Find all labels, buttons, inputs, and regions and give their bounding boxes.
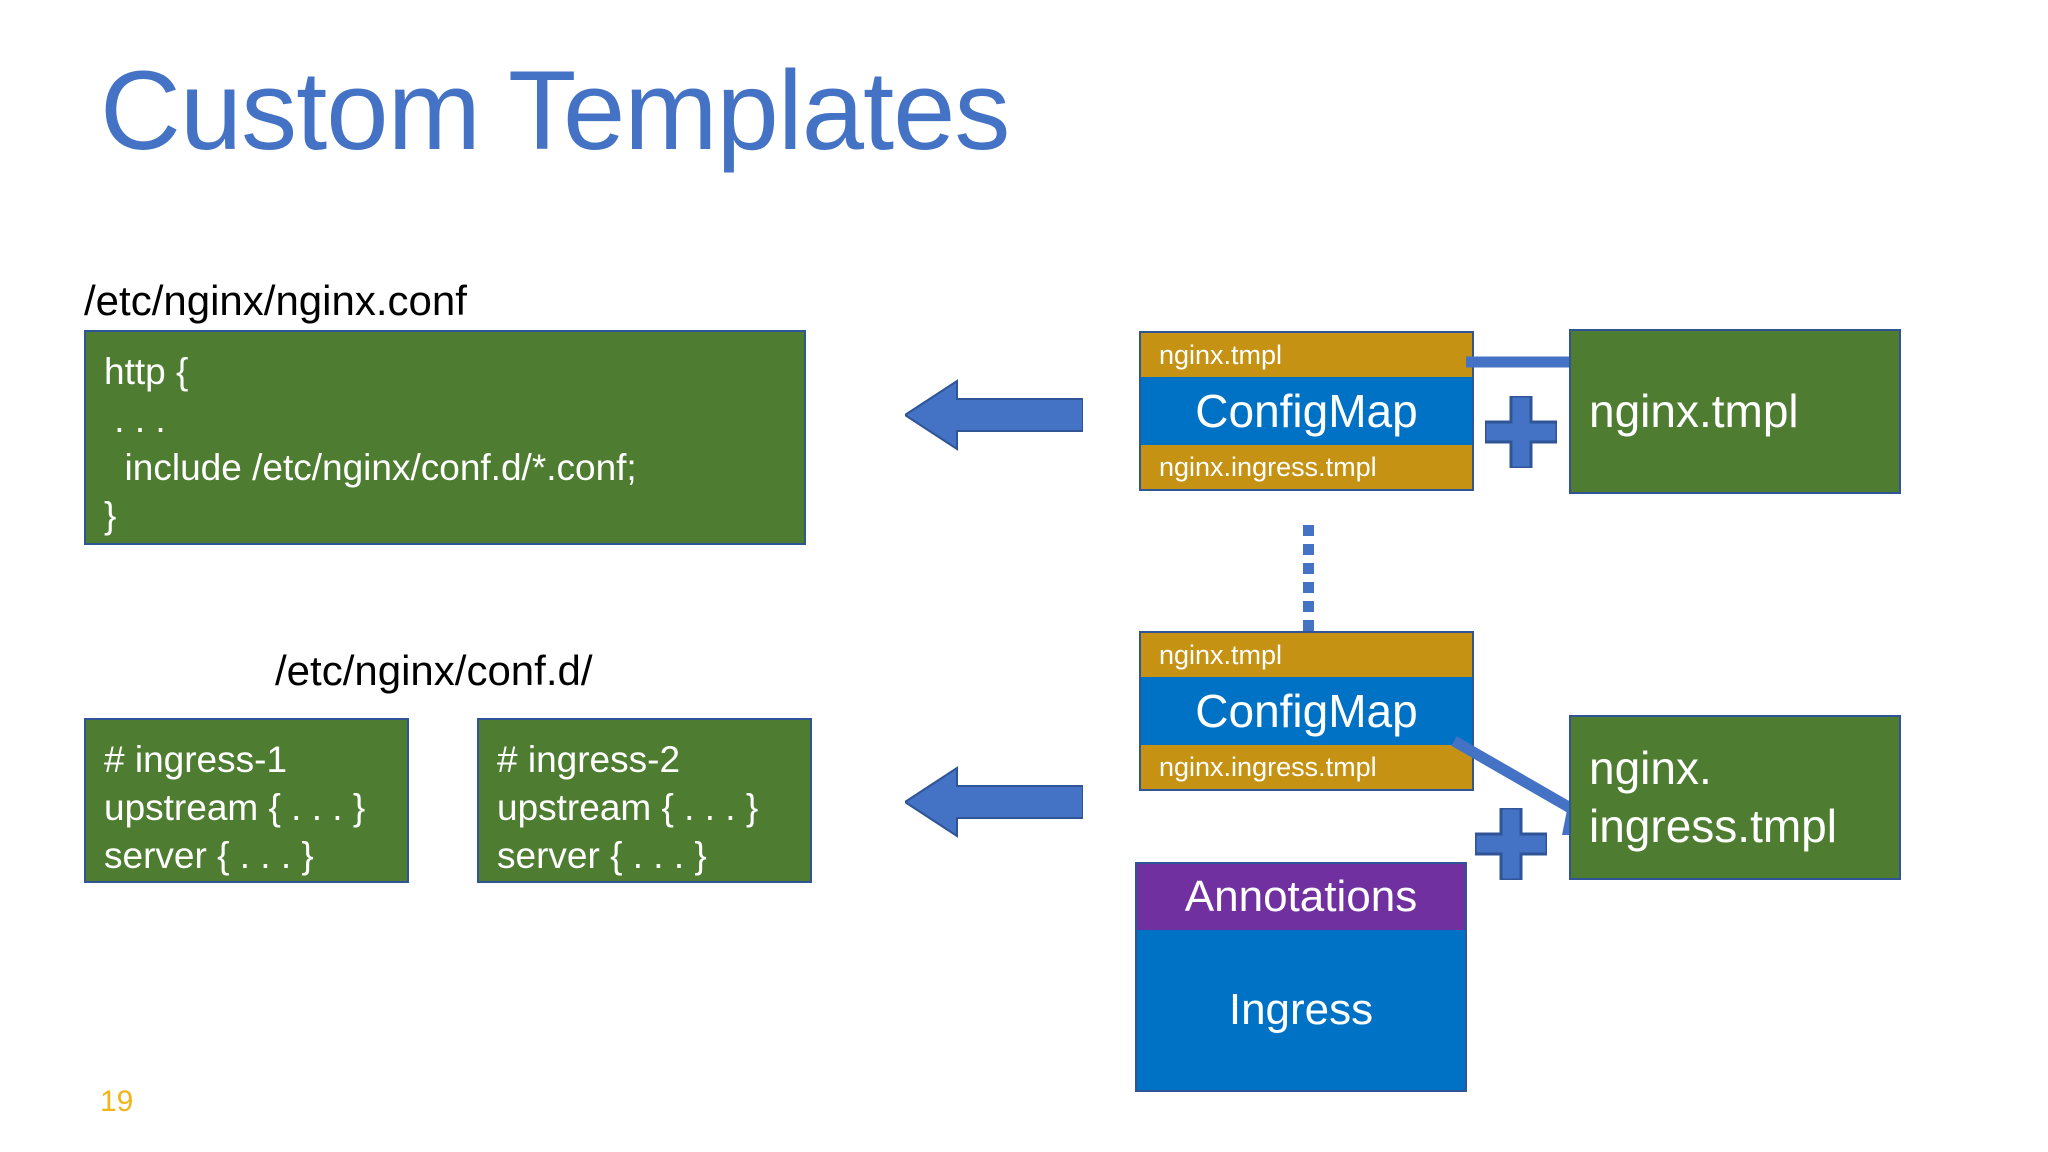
- code-block-nginx-conf-text: http { . . . include /etc/nginx/conf.d/*…: [104, 351, 637, 537]
- arrow-left-block-icon-top: [905, 379, 1083, 451]
- template-box-nginx-tmpl-label: nginx.tmpl: [1589, 384, 1799, 437]
- configmap-top-band-nginx-tmpl: nginx.tmpl: [1141, 333, 1472, 377]
- code-block-ingress-2-text: # ingress-2 upstream { . . . } server { …: [497, 739, 759, 877]
- configmap-card-top: nginx.tmpl ConfigMap nginx.ingress.tmpl: [1139, 331, 1474, 491]
- plus-icon-top: [1485, 396, 1557, 468]
- dotted-line-icon: [1303, 525, 1317, 631]
- plus-icon-bottom: [1475, 808, 1547, 880]
- arrow-left-block-icon-bottom: [905, 766, 1083, 838]
- dot: [1303, 601, 1314, 612]
- dot: [1303, 620, 1314, 631]
- template-box-nginx-ingress-tmpl: nginx. ingress.tmpl: [1569, 715, 1901, 880]
- page-number: 19: [100, 1085, 134, 1118]
- ingress-annotations-header: Annotations: [1137, 864, 1465, 930]
- label-conf-d-path: /etc/nginx/conf.d/: [275, 647, 593, 694]
- dot: [1303, 525, 1314, 536]
- configmap-top-band-ingress-tmpl: nginx.ingress.tmpl: [1141, 445, 1472, 489]
- page-title: Custom Templates: [100, 48, 1010, 173]
- dot: [1303, 544, 1314, 555]
- configmap-bottom-band-nginx-tmpl: nginx.tmpl: [1141, 633, 1472, 677]
- configmap-card-bottom: nginx.tmpl ConfigMap nginx.ingress.tmpl: [1139, 631, 1474, 791]
- code-block-ingress-1-text: # ingress-1 upstream { . . . } server { …: [104, 739, 366, 877]
- label-nginx-conf-path: /etc/nginx/nginx.conf: [84, 277, 467, 324]
- dot: [1303, 582, 1314, 593]
- code-block-nginx-conf: http { . . . include /etc/nginx/conf.d/*…: [84, 330, 806, 545]
- configmap-top-title: ConfigMap: [1141, 377, 1472, 445]
- template-box-nginx-ingress-tmpl-label: nginx. ingress.tmpl: [1589, 742, 1837, 852]
- configmap-bottom-title: ConfigMap: [1141, 677, 1472, 745]
- dot: [1303, 563, 1314, 574]
- ingress-body-label: Ingress: [1137, 930, 1465, 1090]
- code-block-ingress-2: # ingress-2 upstream { . . . } server { …: [477, 718, 812, 883]
- configmap-bottom-band-ingress-tmpl: nginx.ingress.tmpl: [1141, 745, 1472, 789]
- code-block-ingress-1: # ingress-1 upstream { . . . } server { …: [84, 718, 409, 883]
- ingress-card: Annotations Ingress: [1135, 862, 1467, 1092]
- template-box-nginx-tmpl: nginx.tmpl: [1569, 329, 1901, 494]
